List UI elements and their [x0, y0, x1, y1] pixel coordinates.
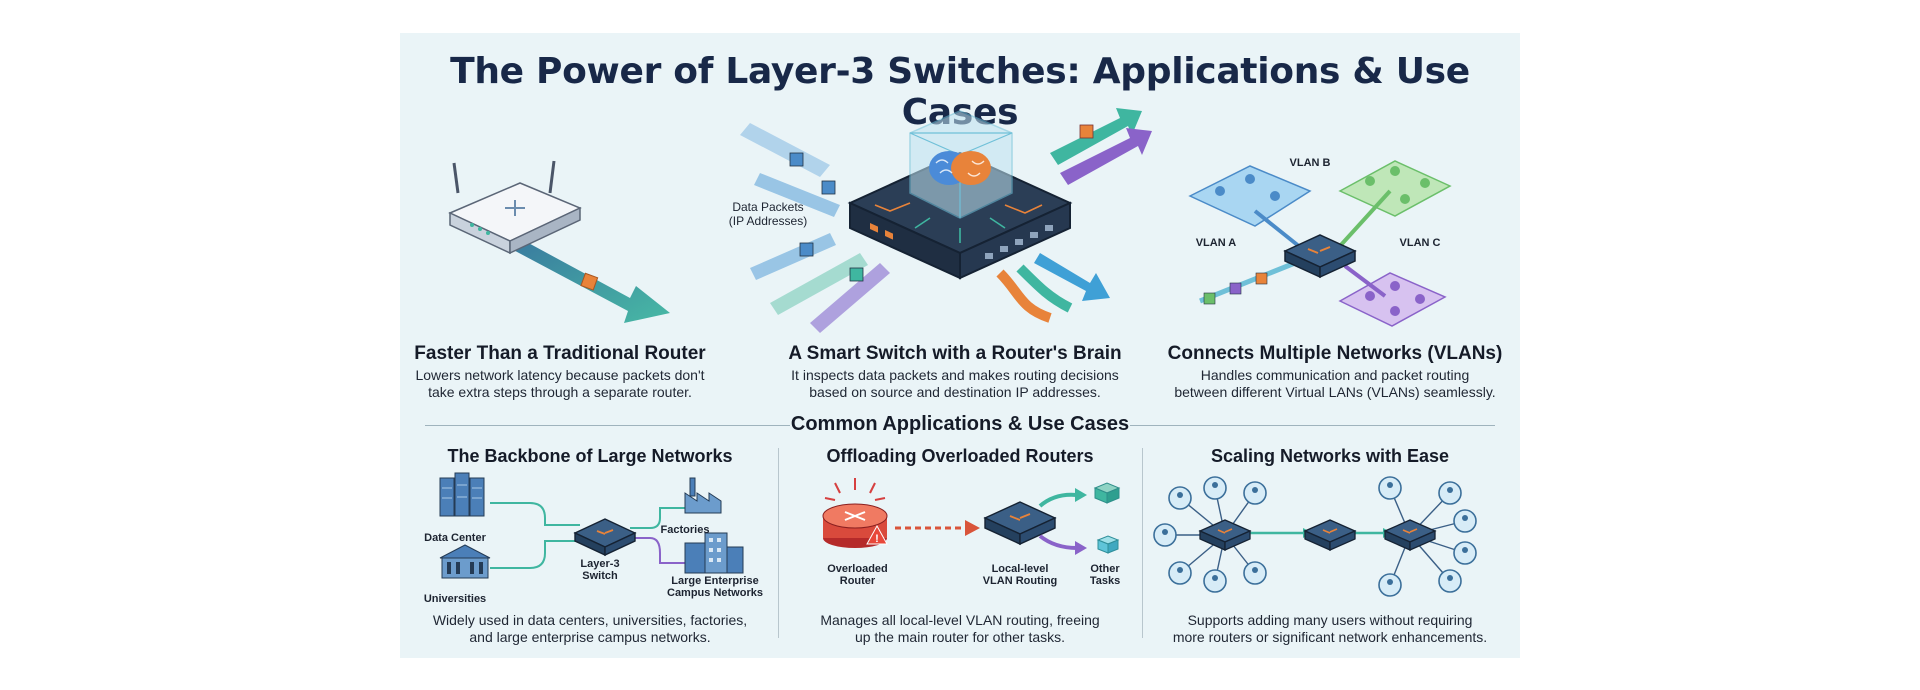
smart-switch-illustration: [740, 108, 1152, 333]
feature-3-title: Connects Multiple Networks (VLANs): [1167, 343, 1503, 364]
feature-2-desc: It inspects data packets and makes routi…: [791, 367, 1119, 400]
svg-text:!: !: [875, 533, 879, 545]
vlan-c-label: VLAN C: [1399, 237, 1441, 249]
section-divider-left: [425, 425, 790, 426]
section-title: Common Applications & Use Cases: [790, 413, 1130, 435]
backbone-diagram: [439, 472, 744, 579]
feature-3-desc: Handles communication and packet routing…: [1174, 367, 1496, 400]
column-divider-2: [1142, 448, 1143, 638]
offload-diagram: !: [822, 478, 1121, 555]
use-case-2-desc: Manages all local-level VLAN routing, fr…: [820, 612, 1100, 645]
vlan-a-label: VLAN A: [1195, 237, 1237, 249]
vlan-illustration: [1188, 160, 1452, 327]
use-case-2-title: Offloading Overloaded Routers: [826, 446, 1094, 466]
feature-1-desc: Lowers network latency because packets d…: [415, 367, 705, 400]
data-packets-label: Data Packets(IP Addresses): [728, 200, 808, 228]
column-divider-1: [778, 448, 779, 638]
use-case-3-title: Scaling Networks with Ease: [1210, 446, 1450, 466]
factories-label: Factories: [660, 524, 710, 536]
use-case-1-desc: Widely used in data centers, universitie…: [432, 612, 748, 645]
data-center-label: Data Center: [424, 532, 486, 544]
use-case-1-title: The Backbone of Large Networks: [447, 446, 733, 466]
use-case-3-desc: Supports adding many users without requi…: [1172, 612, 1488, 645]
main-title: The Power of Layer-3 Switches: Applicati…: [450, 51, 1470, 133]
infographic: The Power of Layer-3 Switches: Applicati…: [400, 33, 1520, 658]
universities-label: Universities: [423, 593, 487, 605]
scaling-diagram: [1153, 476, 1477, 597]
feature-1-title: Faster Than a Traditional Router: [414, 343, 706, 364]
router-illustration: [448, 160, 670, 323]
vlan-b-label: VLAN B: [1289, 157, 1331, 169]
feature-2-title: A Smart Switch with a Router's Brain: [788, 343, 1122, 364]
section-divider-right: [1130, 425, 1495, 426]
